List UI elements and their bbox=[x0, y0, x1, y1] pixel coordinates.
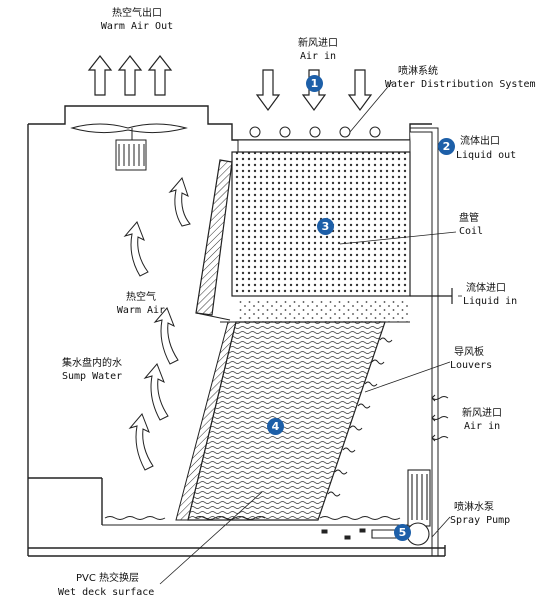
spray-pump-label-cn: 喷淋水泵 bbox=[454, 502, 494, 513]
liquid-in-label-cn: 流体进口 bbox=[466, 283, 506, 294]
liquid-out-label: Liquid out bbox=[456, 150, 517, 161]
wet-deck-label: Wet deck surface bbox=[58, 587, 155, 598]
louvers-label: Louvers bbox=[450, 360, 493, 371]
sump-water bbox=[102, 516, 428, 540]
louver-panel-upper bbox=[195, 159, 233, 321]
side-air-in-arrows bbox=[431, 394, 449, 442]
sump-water-label-cn: 集水盘内的水 bbox=[62, 358, 122, 369]
spray-zone bbox=[220, 300, 410, 323]
warm-air-out-arrows bbox=[87, 55, 173, 96]
warm-air-out-label: Warm Air Out bbox=[100, 21, 174, 32]
leader-lines bbox=[159, 81, 462, 585]
marker-3: 3 bbox=[317, 218, 334, 235]
water-distribution-label-cn: 喷淋系统 bbox=[398, 66, 438, 77]
spray-pump-label: Spray Pump bbox=[450, 515, 511, 526]
liquid-in-pipe bbox=[410, 288, 453, 304]
marker-1: 1 bbox=[306, 75, 323, 92]
liquid-out-label-cn: 流体出口 bbox=[460, 136, 500, 147]
wet-deck-label-cn: PVC 热交换层 bbox=[76, 573, 140, 584]
wet-deck-fill bbox=[175, 321, 386, 521]
marker-5: 5 bbox=[394, 524, 411, 541]
liquid-in-label: Liquid in bbox=[463, 296, 518, 307]
air-in-side-label-cn: 新风进口 bbox=[462, 408, 502, 419]
warm-air-label: Warm Air bbox=[116, 305, 166, 316]
fan bbox=[70, 123, 188, 171]
louvers bbox=[327, 337, 393, 497]
air-in-side-label: Air in bbox=[464, 421, 501, 432]
coil-label-cn: 盘管 bbox=[459, 213, 479, 224]
air-in-top-label-cn: 新风进口 bbox=[298, 38, 338, 49]
warm-air-out-label-cn: 热空气出口 bbox=[112, 8, 162, 19]
marker-4: 4 bbox=[267, 418, 284, 435]
warm-air-label-cn: 热空气 bbox=[126, 292, 156, 303]
air-in-top-label: Air in bbox=[299, 51, 337, 62]
sump-water-label: Sump Water bbox=[62, 371, 123, 382]
spray-header bbox=[237, 126, 448, 556]
warm-air-arrows bbox=[123, 177, 191, 471]
coil-label: Coil bbox=[459, 226, 484, 237]
water-distribution-label: Water Distribution System bbox=[385, 79, 536, 90]
louvers-label-cn: 导风板 bbox=[454, 347, 484, 358]
marker-2: 2 bbox=[438, 138, 455, 155]
